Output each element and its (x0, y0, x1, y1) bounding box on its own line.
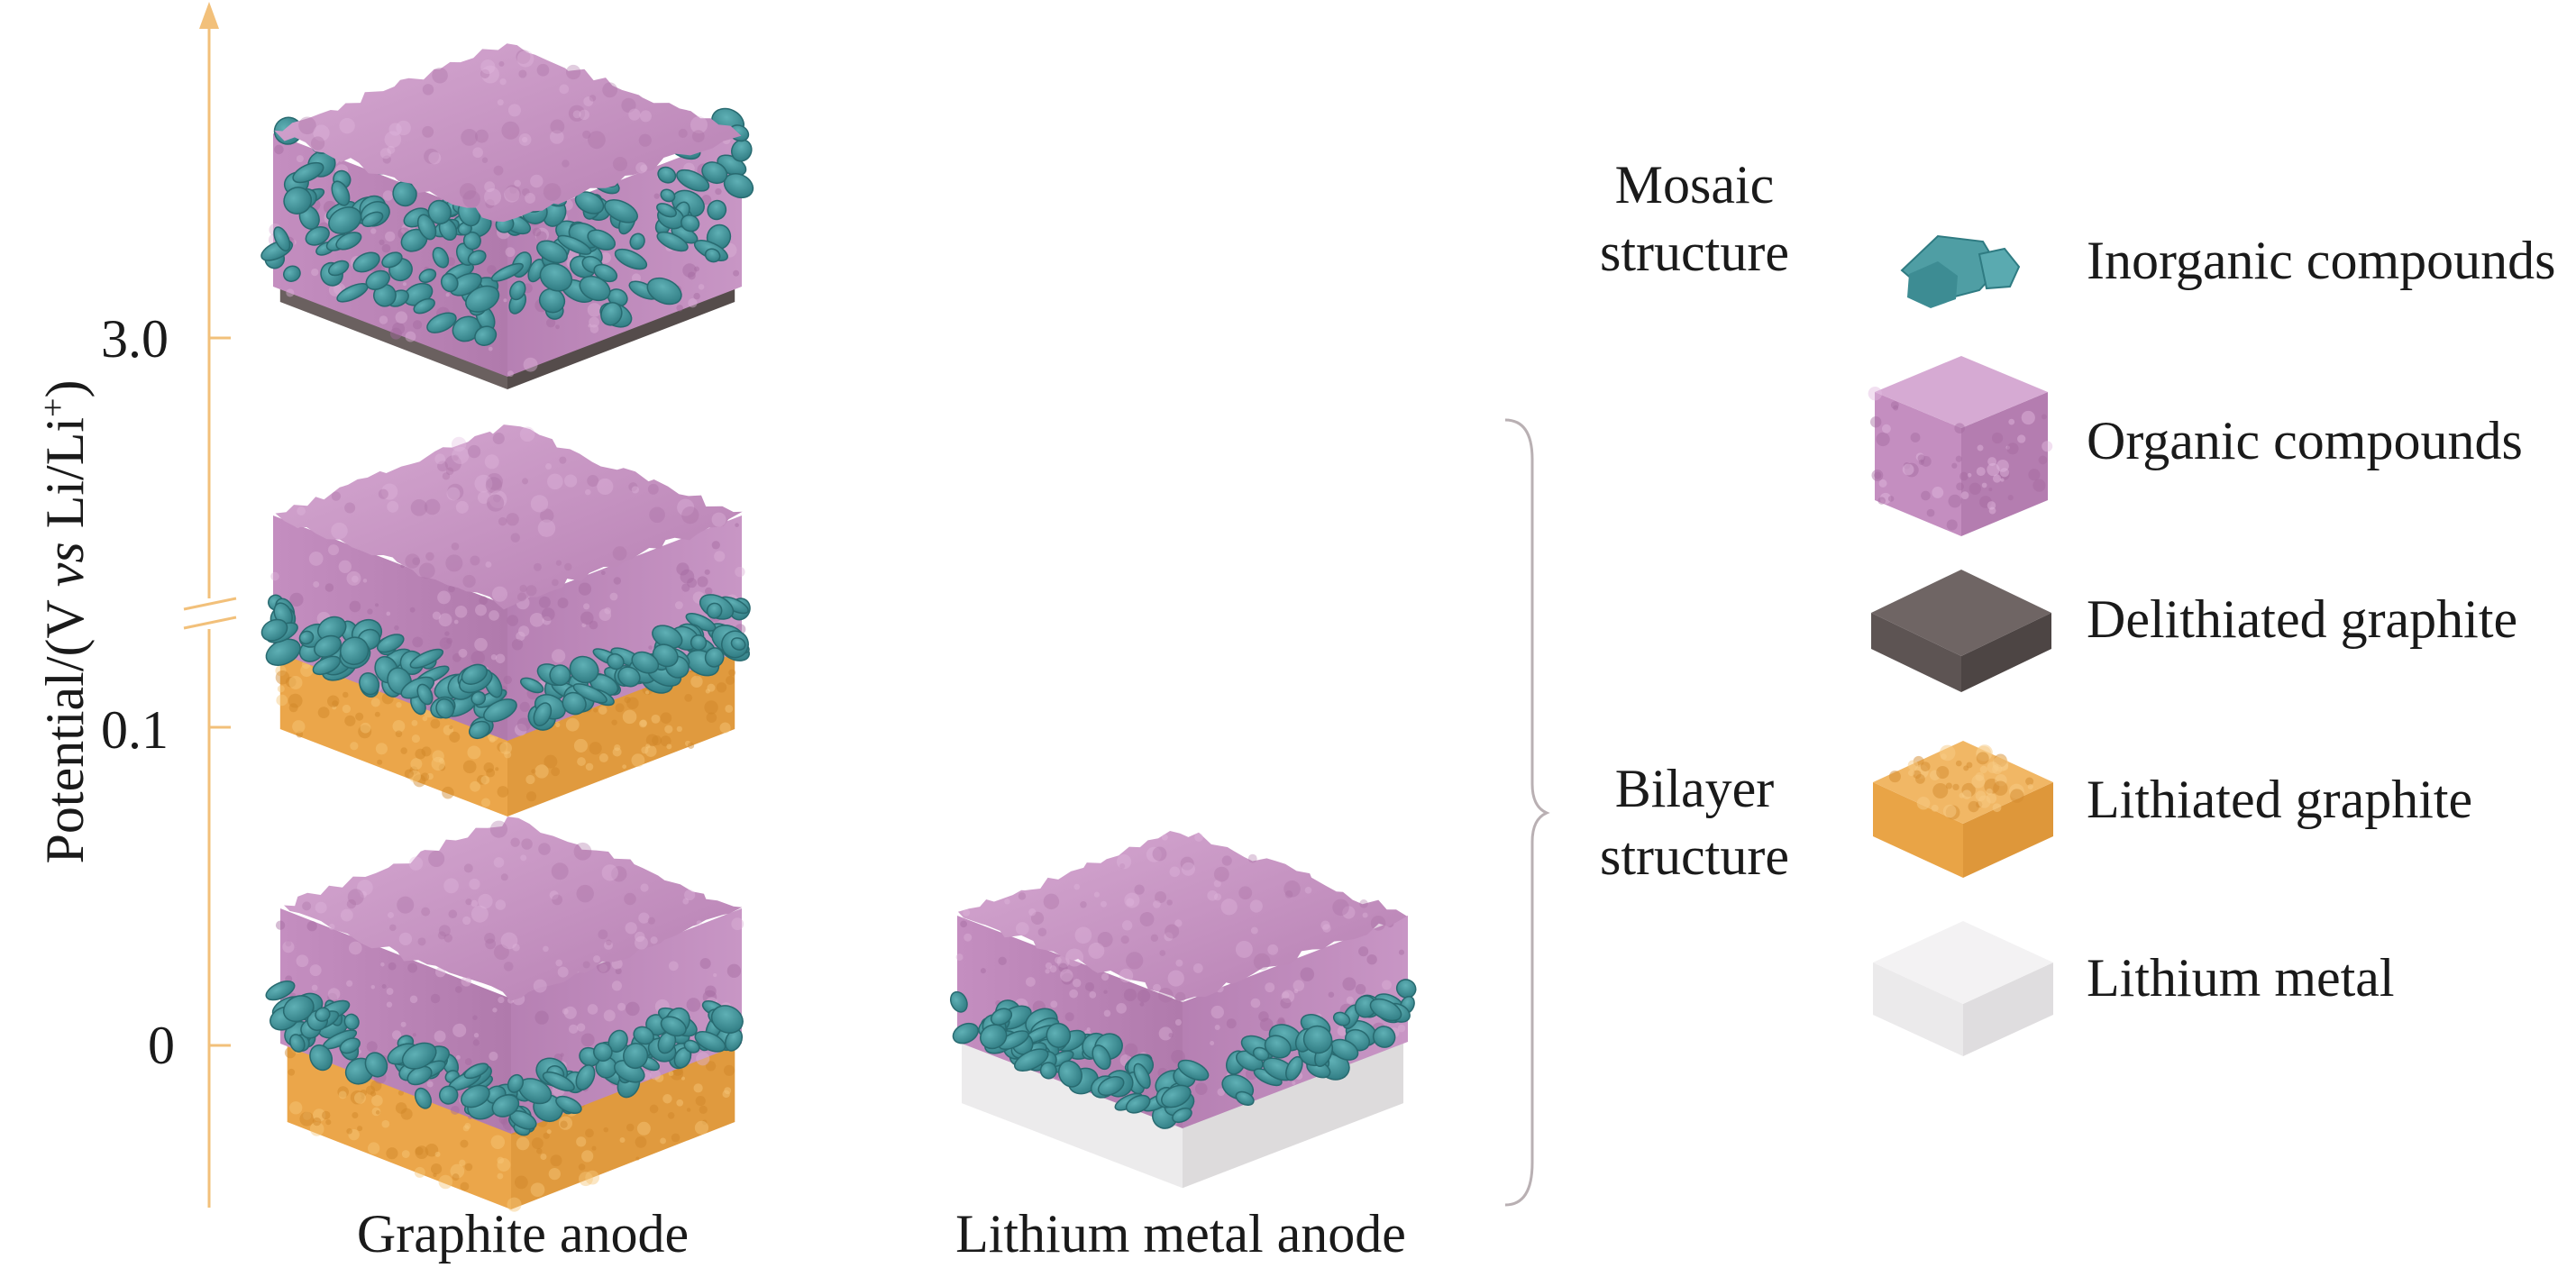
legend-label-lithium-metal: Lithium metal (2087, 948, 2395, 1008)
mosaic-structure-label: Mosaic structure (1559, 151, 1830, 287)
lithium-metal-slab-icon (1873, 921, 2053, 1056)
bilayer-label-line2: structure (1600, 826, 1789, 886)
tick-label-0-1: 0.1 (101, 700, 169, 760)
potential-axis (183, 2, 237, 1208)
graphite-block-0-1v-bilayer (260, 424, 751, 816)
axis-arrow-icon (199, 2, 219, 29)
inorganic-particles (260, 594, 751, 740)
bilayer-bracket (1504, 418, 1550, 1207)
axis-break-icon (183, 597, 237, 630)
lithium-metal-block-0v-bilayer (949, 831, 1417, 1189)
bilayer-structure-label: Bilayer structure (1559, 755, 1830, 890)
tick-label-0: 0 (148, 1016, 175, 1075)
inorganic-particle-icon (1900, 234, 2021, 308)
axis-title: Potential/(V vs Li/Li+) (34, 379, 95, 864)
bilayer-label-line1: Bilayer (1614, 759, 1775, 818)
inorganic-particles (949, 979, 1417, 1129)
legend-label-organic: Organic compounds (2087, 411, 2523, 470)
column-label-graphite: Graphite anode (356, 1204, 690, 1263)
delithiated-graphite-slab-icon (1871, 570, 2051, 692)
inorganic-particles (265, 981, 744, 1136)
lithiated-graphite-slab-icon (1873, 741, 2053, 878)
legend-label-inorganic: Inorganic compounds (2087, 231, 2556, 290)
mosaic-label-line2: structure (1600, 223, 1789, 282)
organic-cube-icon (1868, 356, 2053, 536)
graphite-block-3v-mosaic (260, 43, 754, 389)
legend-label-delithiated: Delithiated graphite (2087, 589, 2518, 649)
mosaic-label-line1: Mosaic (1614, 155, 1775, 214)
graphite-block-0v-bilayer (265, 816, 744, 1212)
column-label-lithium: Lithium metal anode (955, 1204, 1406, 1263)
tick-label-3-0: 3.0 (101, 309, 169, 369)
legend-label-lithiated: Lithiated graphite (2087, 770, 2473, 829)
